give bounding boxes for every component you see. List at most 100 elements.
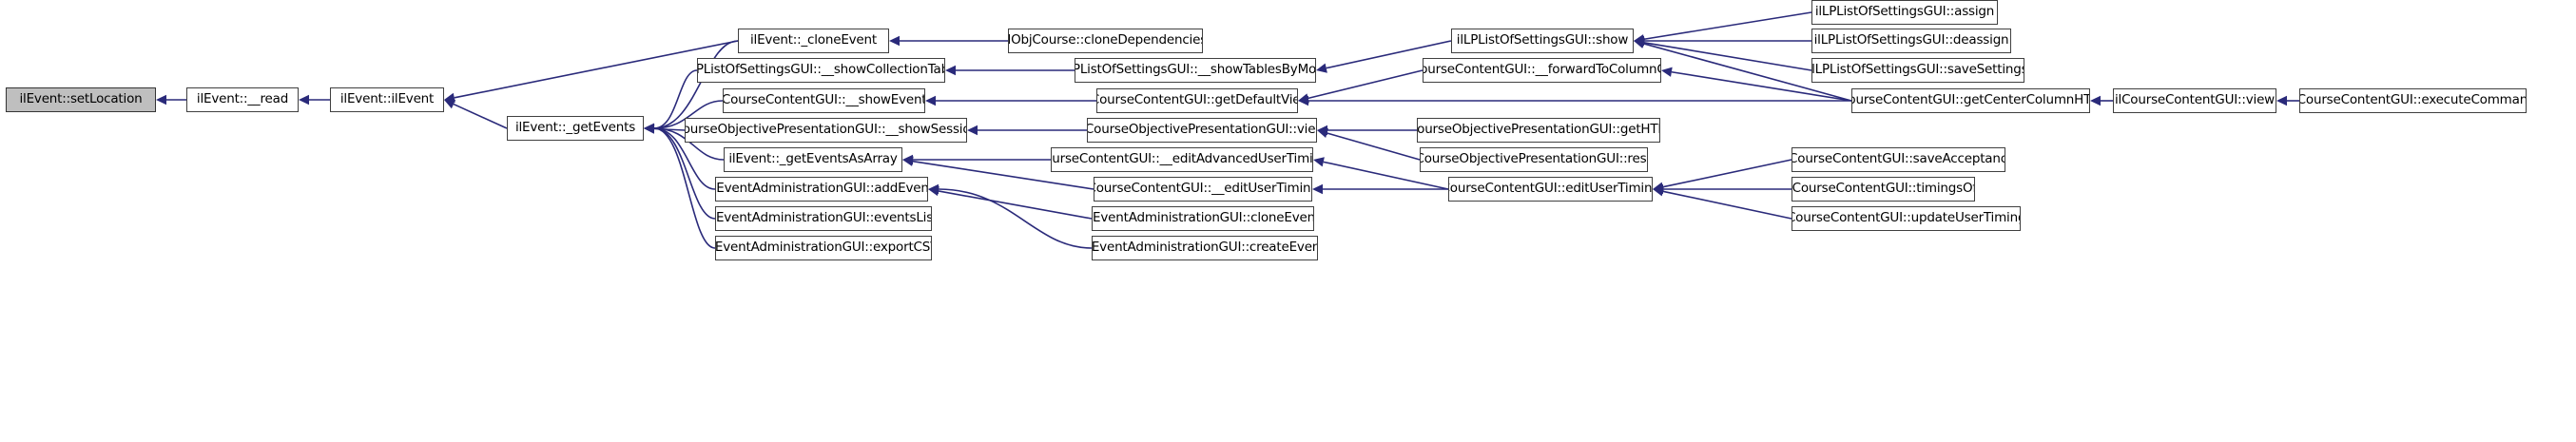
graph-node-eventsList[interactable]: ilEventAdministrationGUI::eventsList xyxy=(715,206,932,231)
edge-arrowhead xyxy=(299,94,309,106)
graph-node-lp_deassign[interactable]: ilLPListOfSettingsGUI::deassign xyxy=(1811,29,2011,53)
edge-arrowhead xyxy=(444,99,456,109)
graph-node-label: ilCourseObjectivePresentationGUI::reset xyxy=(1420,151,1648,167)
edge-arrowhead xyxy=(156,94,166,106)
graph-edge-getEvents-to-ilEvent xyxy=(444,99,508,129)
edge-arrowhead xyxy=(1634,38,1645,48)
edge-arrowhead xyxy=(1317,128,1329,139)
graph-node-label: ilCourseObjectivePresentationGUI::__show… xyxy=(686,122,966,138)
edge-arrowhead xyxy=(889,35,900,47)
graph-node-setLocation[interactable]: ilEvent::setLocation xyxy=(6,87,156,112)
graph-node-lp_assign[interactable]: ilLPListOfSettingsGUI::assign xyxy=(1811,0,1998,25)
graph-node-updateUserTimings[interactable]: ilCourseContentGUI::updateUserTimings xyxy=(1792,206,2021,231)
graph-edge-editUserTimings-to-editUserTimingsU xyxy=(1312,183,1448,195)
edge-arrowhead xyxy=(1634,37,1645,48)
edge-arrowhead xyxy=(644,123,654,134)
graph-edge-adm_cloneEvent-to-addEvent xyxy=(928,185,1093,220)
graph-node-label: ilCourseContentGUI::__editAdvancedUserTi… xyxy=(1052,151,1313,167)
graph-node-cop_view[interactable]: ilCourseObjectivePresentationGUI::view xyxy=(1087,118,1317,143)
graph-node-label: ilCourseContentGUI::timingsOff xyxy=(1792,181,1975,197)
graph-edge-cloneEvent-to-ilEvent xyxy=(444,40,739,103)
graph-node-cc_view[interactable]: ilCourseContentGUI::view xyxy=(2113,88,2276,113)
graph-node-exportCSV[interactable]: ilEventAdministrationGUI::exportCSV xyxy=(715,236,932,260)
graph-edge-showTablesByMode-to-showCollectionTable xyxy=(945,65,1075,76)
edge-line xyxy=(454,40,739,99)
graph-node-label: ilCourseContentGUI::getDefaultView xyxy=(1097,92,1297,108)
graph-node-cloneEvent[interactable]: ilEvent::_cloneEvent xyxy=(738,29,889,53)
graph-node-showCollectionTable[interactable]: ilLPListOfSettingsGUI::__showCollectionT… xyxy=(697,58,945,83)
graph-node-showTablesByMode[interactable]: ilLPListOfSettingsGUI::__showTablesByMod… xyxy=(1075,58,1316,83)
graph-edge-showSessions-to-getEvents xyxy=(644,124,686,134)
edge-arrowhead xyxy=(644,123,654,134)
graph-node-getCenterColumnHTML[interactable]: ilCourseContentGUI::getCenterColumnHTML xyxy=(1851,88,2090,113)
graph-node-adm_cloneEvent[interactable]: ilEventAdministrationGUI::cloneEvent xyxy=(1092,206,1314,231)
edge-line xyxy=(938,190,1093,220)
edge-arrowhead xyxy=(644,123,654,134)
edge-arrowhead xyxy=(1298,95,1308,106)
graph-node-cop_getHTML[interactable]: ilCourseObjectivePresentationGUI::getHTM… xyxy=(1417,118,1660,143)
graph-node-label: ilCourseObjectivePresentationGUI::view xyxy=(1087,122,1317,138)
edge-arrowhead xyxy=(1653,186,1664,197)
edge-arrowhead xyxy=(925,95,936,106)
graph-node-showSessions[interactable]: ilCourseObjectivePresentationGUI::__show… xyxy=(685,118,967,143)
edge-arrowhead xyxy=(1317,125,1327,136)
graph-node-editUserTimingsU[interactable]: ilCourseContentGUI::__editUserTimings xyxy=(1094,177,1312,202)
graph-node-cloneDependencies[interactable]: ilObjCourse::cloneDependencies xyxy=(1008,29,1203,53)
edge-line xyxy=(1643,11,1812,41)
graph-node-saveAcceptance[interactable]: ilCourseContentGUI::saveAcceptance xyxy=(1792,147,2005,172)
graph-node-cop_reset[interactable]: ilCourseObjectivePresentationGUI::reset xyxy=(1420,147,1648,172)
graph-node-label: ilLPListOfSettingsGUI::__showCollectionT… xyxy=(697,62,944,78)
graph-edge-ilEvent-to-read xyxy=(299,94,330,106)
graph-node-editUserTimings[interactable]: ilCourseContentGUI::editUserTimings xyxy=(1448,177,1653,202)
graph-node-showEvents[interactable]: ilCourseContentGUI::__showEvents xyxy=(723,88,925,113)
graph-node-label: ilEvent::ilEvent xyxy=(339,91,435,107)
graph-node-label: ilLPListOfSettingsGUI::saveSettings xyxy=(1811,62,2024,78)
graph-node-read[interactable]: ilEvent::__read xyxy=(186,87,299,112)
graph-node-label: ilCourseContentGUI::updateUserTimings xyxy=(1792,210,2021,226)
graph-node-getDefaultView[interactable]: ilCourseContentGUI::getDefaultView xyxy=(1096,88,1298,113)
graph-node-label: ilCourseContentGUI::__forwardToColumnGUI xyxy=(1424,62,1660,78)
edge-arrowhead xyxy=(644,123,654,134)
graph-node-label: ilCourseContentGUI::view xyxy=(2114,92,2276,108)
graph-node-addEvent[interactable]: ilEventAdministrationGUI::addEvent xyxy=(715,177,928,202)
graph-node-editAdvancedUserTimings[interactable]: ilCourseContentGUI::__editAdvancedUserTi… xyxy=(1051,147,1313,172)
edge-line xyxy=(453,103,508,129)
graph-node-label: ilCourseContentGUI::executeCommand xyxy=(2299,92,2527,108)
graph-node-label: ilLPListOfSettingsGUI::deassign xyxy=(1813,32,2009,48)
edge-line xyxy=(1662,190,1792,220)
graph-node-label: ilEvent::_cloneEvent xyxy=(750,32,877,48)
graph-node-executeCommand[interactable]: ilCourseContentGUI::executeCommand xyxy=(2299,88,2527,113)
graph-edge-cop_reset-to-cop_view xyxy=(1317,128,1421,161)
graph-edge-editAdvancedUserTimings-to-getEventsAsArray xyxy=(902,154,1051,165)
graph-node-label: ilCourseObjectivePresentationGUI::getHTM… xyxy=(1417,122,1659,138)
graph-node-forwardToColumnGUI[interactable]: ilCourseContentGUI::__forwardToColumnGUI xyxy=(1423,58,1661,83)
graph-node-getEventsAsArray[interactable]: ilEvent::_getEventsAsArray xyxy=(724,147,902,172)
edge-arrowhead xyxy=(1653,182,1664,192)
edge-arrowhead xyxy=(1313,157,1325,167)
edge-arrowhead xyxy=(644,124,655,134)
graph-node-ilEvent[interactable]: ilEvent::ilEvent xyxy=(330,87,444,112)
edge-arrowhead xyxy=(644,123,654,134)
graph-node-label: ilEventAdministrationGUI::addEvent xyxy=(715,181,928,197)
graph-edge-timingsOff-to-editUserTimings xyxy=(1653,183,1792,195)
graph-node-createEvent[interactable]: ilEventAdministrationGUI::createEvent xyxy=(1092,236,1318,260)
graph-node-label: ilCourseContentGUI::__editUserTimings xyxy=(1094,181,1311,197)
graph-node-lp_show[interactable]: ilLPListOfSettingsGUI::show xyxy=(1451,29,1634,53)
edge-line xyxy=(1327,132,1421,161)
graph-node-label: ilLPListOfSettingsGUI::__showTablesByMod… xyxy=(1075,62,1316,78)
graph-edge-read-to-setLocation xyxy=(156,94,186,106)
edge-arrowhead xyxy=(444,92,455,103)
graph-edge-updateUserTimings-to-editUserTimings xyxy=(1653,186,1792,220)
graph-node-getEvents[interactable]: ilEvent::_getEvents xyxy=(507,116,644,141)
edge-arrowhead xyxy=(928,185,939,197)
graph-node-label: ilEvent::setLocation xyxy=(19,91,143,107)
graph-node-timingsOff[interactable]: ilCourseContentGUI::timingsOff xyxy=(1792,177,1975,202)
graph-node-label: ilEvent::_getEvents xyxy=(514,120,636,136)
edge-arrowhead xyxy=(2276,95,2287,106)
edge-arrowhead xyxy=(945,65,956,76)
edge-arrowhead xyxy=(1312,183,1323,195)
graph-node-label: ilObjCourse::cloneDependencies xyxy=(1008,32,1203,48)
graph-node-label: ilEventAdministrationGUI::exportCSV xyxy=(715,240,932,256)
graph-node-lp_saveSettings[interactable]: ilLPListOfSettingsGUI::saveSettings xyxy=(1811,58,2024,83)
